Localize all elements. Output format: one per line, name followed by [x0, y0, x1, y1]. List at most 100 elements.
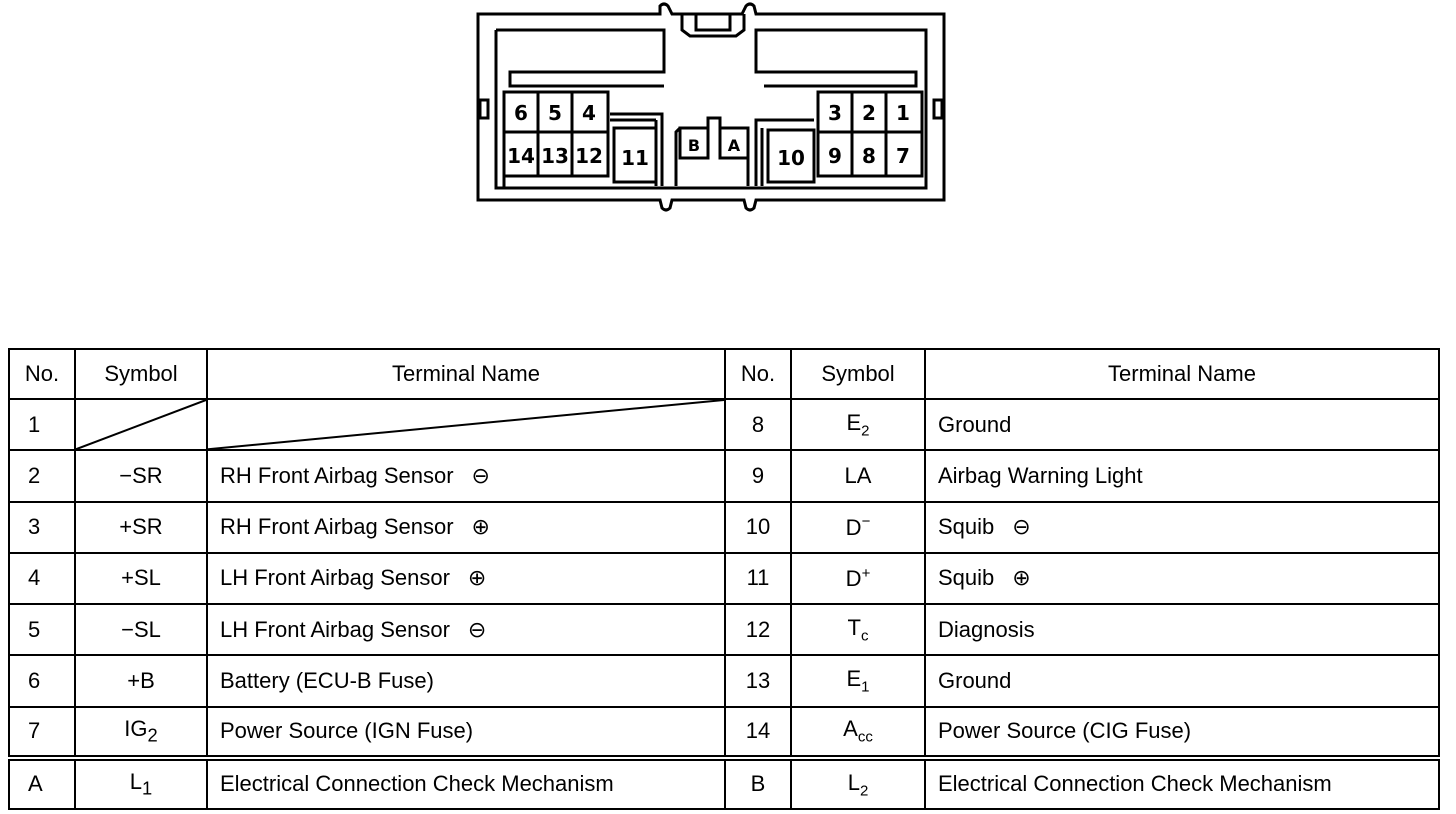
terminal-name: Squib ⊕: [924, 551, 1440, 606]
terminal-no: 9: [724, 449, 792, 503]
symbol-text: A: [843, 716, 858, 742]
terminal-name: RH Front Airbag Sensor ⊖: [206, 449, 726, 503]
empty-symbol-cell: [74, 397, 208, 452]
terminal-name: Squib ⊖: [924, 500, 1440, 554]
inner-wall: [494, 28, 928, 190]
terminal-no: 11: [724, 551, 792, 606]
terminal-symbol: +B: [74, 654, 208, 708]
terminal-symbol: IG2: [74, 705, 208, 759]
terminal-name-text: RH Front Airbag Sensor: [220, 514, 454, 540]
terminal-no: 4: [8, 551, 76, 606]
terminal-name-text: Battery (ECU-B Fuse): [220, 667, 434, 693]
terminal-name-text: Airbag Warning Light: [938, 462, 1143, 488]
terminal-symbol: +SR: [74, 500, 208, 554]
terminal-no: A: [8, 754, 76, 811]
symbol-text: T: [847, 614, 861, 640]
terminal-symbol: −SR: [74, 449, 208, 503]
terminal-symbol: L1: [74, 754, 208, 811]
terminal-name: Ground: [924, 654, 1440, 708]
polarity-icon: ⊖: [1012, 515, 1031, 541]
terminal-symbol: Acc: [790, 705, 926, 759]
header-symbol: Symbol: [74, 348, 208, 400]
terminal-name-text: Electrical Connection Check Mechanism: [220, 771, 614, 797]
pin-label: 10: [777, 146, 805, 170]
terminal-name-text: Squib: [938, 514, 995, 540]
pin-label: 14: [507, 144, 535, 168]
pin-label: 6: [514, 101, 528, 125]
symbol-text: D: [845, 514, 862, 540]
pin-label: 9: [828, 144, 842, 168]
polarity-icon: ⊕: [471, 515, 490, 541]
terminal-name: Airbag Warning Light: [924, 449, 1440, 503]
symbol-text: +SL: [121, 565, 161, 591]
latch-tab: [694, 12, 732, 32]
terminal-no: 5: [8, 602, 76, 657]
terminal-name: Power Source (IGN Fuse): [206, 705, 726, 759]
terminal-name: Ground: [924, 397, 1440, 452]
terminal-name-text: Electrical Connection Check Mechanism: [938, 771, 1332, 797]
symbol-subscript: 2: [861, 422, 870, 440]
pin-label: 2: [862, 101, 876, 125]
pin-label: 4: [582, 101, 596, 125]
terminal-name: Power Source (CIG Fuse): [924, 705, 1440, 759]
terminal-symbol: +SL: [74, 551, 208, 606]
symbol-subscript: cc: [857, 728, 873, 746]
terminal-no: 10: [724, 500, 792, 554]
header-symbol: Symbol: [790, 348, 926, 400]
pin-label: 12: [575, 144, 603, 168]
symbol-text: D: [845, 566, 862, 592]
symbol-text: IG: [124, 715, 148, 741]
terminal-no: 2: [8, 449, 76, 503]
symbol-text: −SR: [119, 462, 163, 488]
header-terminal-name: Terminal Name: [924, 348, 1440, 400]
symbol-text: E: [846, 666, 862, 692]
terminal-no: 7: [8, 705, 76, 759]
pin-label: A: [728, 136, 741, 155]
terminal-symbol: D−: [790, 500, 926, 554]
terminal-no: 1: [8, 397, 76, 452]
terminal-table: No. Symbol Terminal Name No. Symbol Term…: [8, 348, 1440, 811]
housing-outline: [476, 2, 946, 212]
terminal-name-text: Squib: [938, 565, 995, 591]
terminal-name: LH Front Airbag Sensor ⊕: [206, 551, 726, 606]
left-pin-block: [502, 90, 610, 178]
table-header-row: No. Symbol Terminal Name No. Symbol Term…: [8, 348, 1440, 400]
terminal-name-text: RH Front Airbag Sensor: [220, 462, 454, 488]
terminal-symbol: L2: [790, 754, 926, 811]
symbol-text: −SL: [121, 616, 161, 642]
terminal-name: Diagnosis: [924, 602, 1440, 657]
pin-label: 1: [896, 101, 910, 125]
symbol-text: +SR: [119, 514, 163, 540]
terminal-no: 12: [724, 602, 792, 657]
terminal-symbol: LA: [790, 449, 926, 503]
pin-label: 8: [862, 144, 876, 168]
terminal-name-text: Diagnosis: [938, 616, 1035, 642]
terminal-no: B: [724, 754, 792, 811]
terminal-symbol: D+: [790, 551, 926, 606]
terminal-name: Electrical Connection Check Mechanism: [924, 754, 1440, 811]
symbol-subscript: 2: [147, 724, 158, 746]
polarity-icon: ⊖: [467, 617, 487, 643]
terminal-name-text: Ground: [938, 667, 1012, 693]
terminal-name-text: LH Front Airbag Sensor: [220, 565, 450, 591]
symbol-superscript: −: [861, 513, 871, 531]
pin-10-cell: [766, 128, 816, 184]
terminal-no: 3: [8, 500, 76, 554]
header-no: No.: [724, 348, 792, 400]
pin-label: 3: [828, 101, 842, 125]
terminal-name-text: Power Source (CIG Fuse): [938, 718, 1192, 744]
symbol-subscript: c: [860, 627, 869, 645]
terminal-symbol: E2: [790, 397, 926, 452]
polarity-icon: ⊕: [467, 566, 487, 592]
terminal-symbol: −SL: [74, 602, 208, 657]
right-pin-block: [816, 90, 924, 178]
polarity-icon: ⊕: [1012, 566, 1031, 592]
pin-label: 13: [541, 144, 569, 168]
pin-a-cell: [718, 126, 750, 160]
polarity-icon: ⊖: [471, 463, 490, 489]
pin-label: 5: [548, 101, 562, 125]
